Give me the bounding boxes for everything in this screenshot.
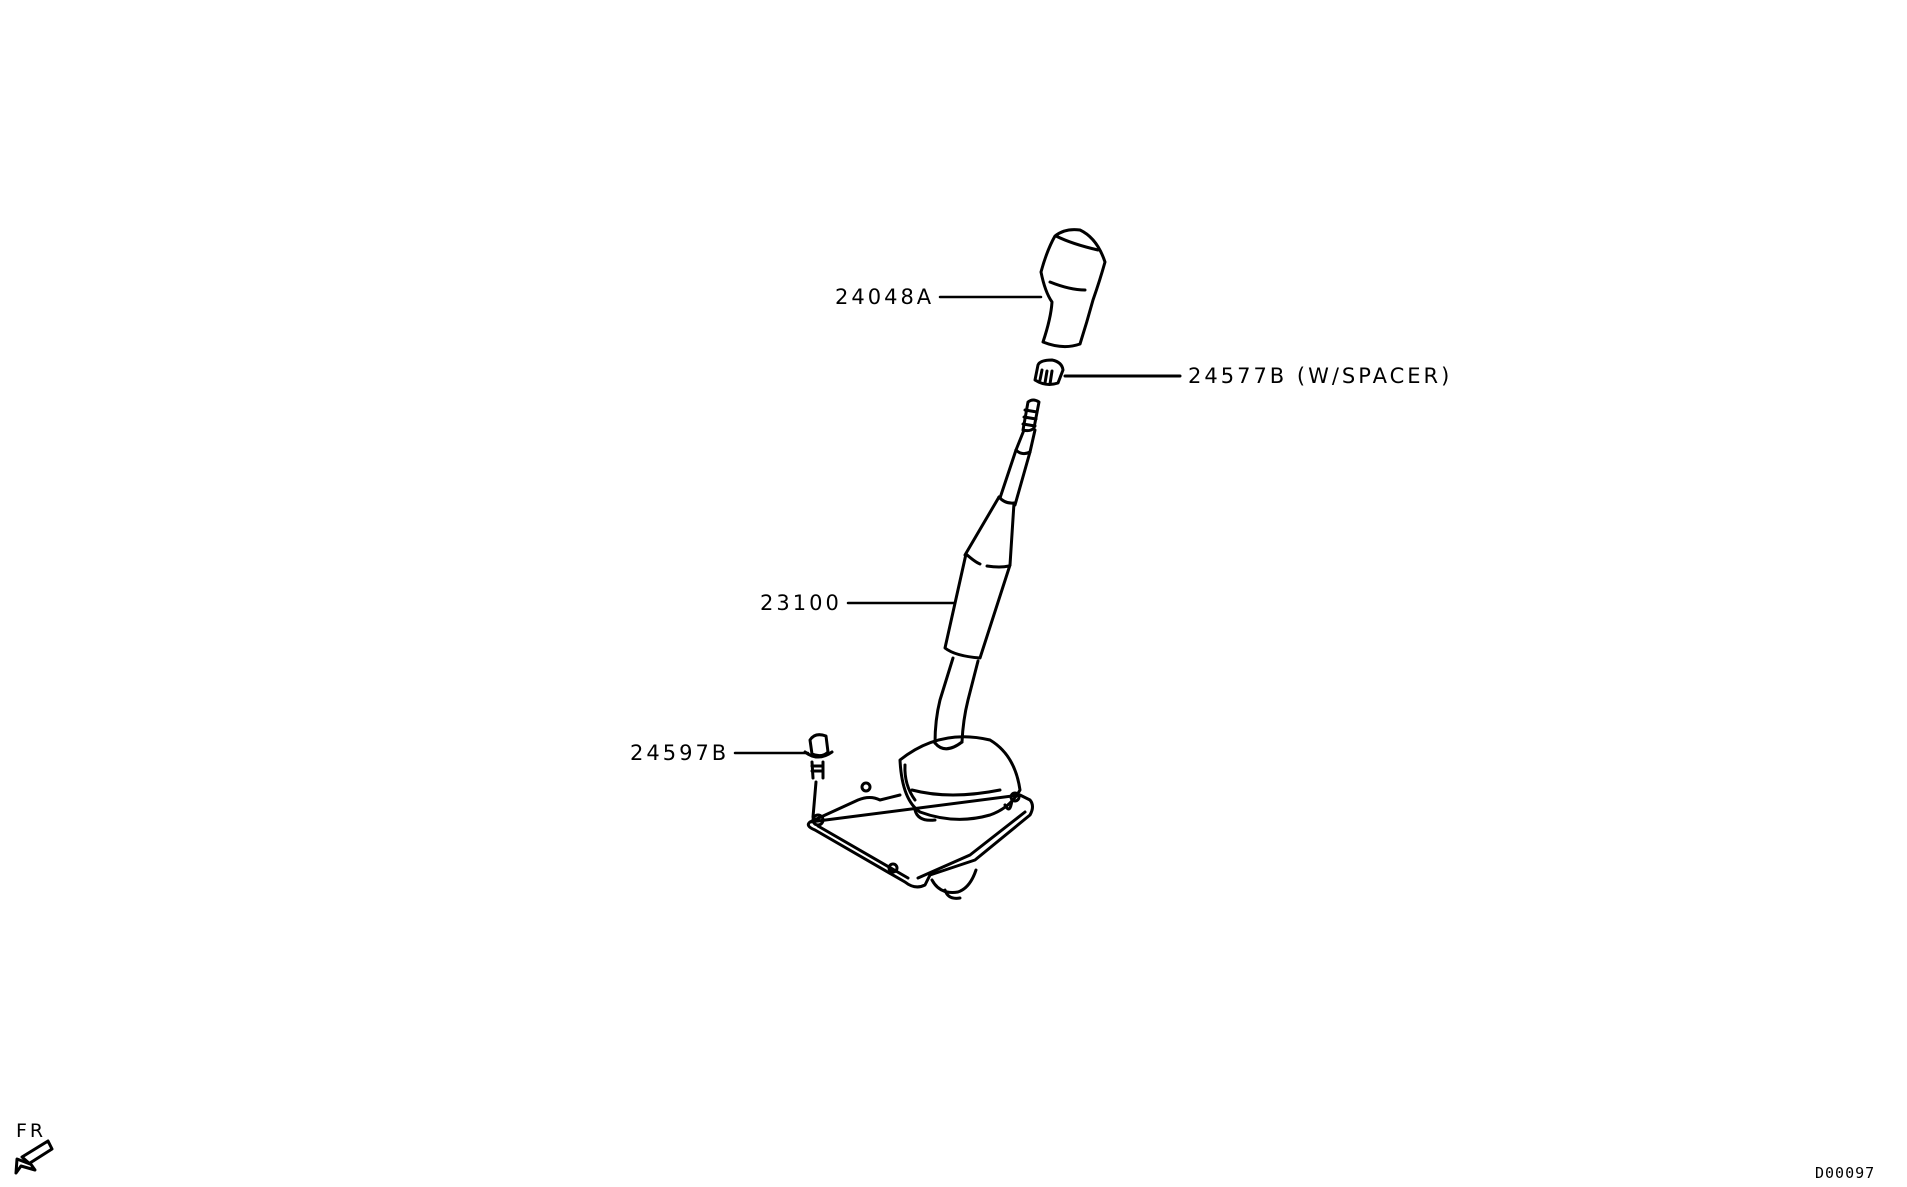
nut-drawing	[1033, 358, 1182, 386]
arrow-down-left-icon	[14, 1139, 54, 1175]
drawing-code: D00097	[1815, 1164, 1876, 1182]
shift-knob-drawing	[1039, 228, 1107, 349]
shift-base-drawing	[806, 735, 1034, 900]
part-label-lever: 23100	[760, 591, 842, 615]
part-label-knob: 24048A	[835, 285, 935, 309]
direction-label: FR	[16, 1120, 47, 1142]
bolt-drawing	[803, 733, 834, 819]
part-label-nut: 24577B (W/SPACER)	[1188, 364, 1453, 388]
part-label-bolt: 24597B	[630, 741, 730, 765]
shift-lever-drawing	[933, 398, 1041, 751]
leader-lines	[733, 295, 1043, 755]
